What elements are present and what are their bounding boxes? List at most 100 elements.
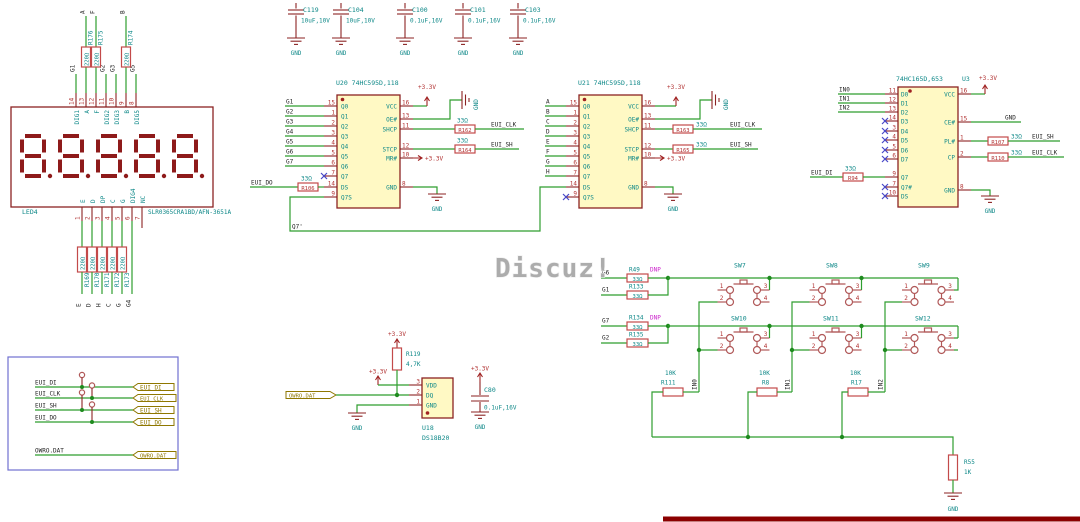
- pin-number: 4: [764, 343, 768, 350]
- gnd-label: GND: [352, 425, 363, 432]
- ic-part: DS18B20: [422, 434, 449, 442]
- pin-number: 7: [573, 170, 577, 177]
- pin-name: E: [80, 199, 87, 203]
- pin-number: 14: [328, 181, 336, 188]
- pin-name: Q3: [341, 134, 349, 141]
- net-label: B: [546, 109, 550, 116]
- power-label: +3.3V: [418, 84, 436, 91]
- resistor-r173: 220Ω R173 G: [116, 221, 131, 307]
- keypad-section: G6 R49 33Ω DNP G1 R133 33Ω G7 R134 33Ω D…: [601, 262, 975, 513]
- pin-stubs: [566, 105, 655, 198]
- eui-connector-block: EUI_DI EUI_CLK EUI_SH EUI_DO OWRO.DAT EU…: [7, 356, 179, 471]
- pin-name: MR#: [386, 156, 397, 163]
- pin-number: 6: [331, 160, 335, 167]
- resistor-value: 33Ω: [633, 277, 644, 283]
- pin-number: 4: [764, 295, 768, 302]
- resistor-r49: R49 33Ω DNP: [626, 267, 661, 283]
- pin-name: DS: [341, 185, 349, 192]
- resistor-value: 220Ω: [95, 52, 101, 66]
- pin-number: 13: [889, 106, 897, 113]
- pin-number: 1: [904, 283, 908, 290]
- power-33v-icon: [423, 96, 431, 107]
- gnd-label: GND: [985, 208, 996, 215]
- display-top-pin-stubs: [75, 93, 137, 107]
- hier-label-shape: [132, 394, 177, 402]
- pin-name: Q0: [341, 104, 349, 111]
- resistor-value: 10K: [759, 370, 770, 377]
- net-label: EUI_SH: [730, 142, 752, 149]
- pin-number: 1: [960, 135, 964, 142]
- pin-name: Q3: [583, 134, 591, 141]
- resistor-ref: R176: [88, 30, 95, 45]
- pin-number: 3: [948, 283, 952, 290]
- q7-serial-wire: [289, 186, 566, 232]
- net-label: A: [546, 99, 550, 106]
- net-label: H: [96, 303, 103, 307]
- net-label: A: [80, 10, 87, 14]
- pin-name: Q1: [341, 114, 349, 121]
- capacitor-c101: GND C101 0.1uF,16V: [453, 3, 501, 57]
- resistor-ref: R17: [851, 380, 862, 387]
- dnp-flag: DNP: [650, 315, 661, 322]
- ic-title: U20 74HC595D,118: [336, 79, 399, 87]
- resistor-r175: R175 220Ω F: [90, 10, 105, 93]
- pin-number: 2: [960, 151, 964, 158]
- pin-name: D: [90, 199, 97, 203]
- pin-number: 5: [115, 216, 122, 220]
- resistor-r172: 220Ω R172 C: [106, 221, 121, 307]
- pin-number: 9: [573, 191, 577, 198]
- junction-dot: [394, 392, 400, 398]
- power-33v-icon: [476, 372, 484, 383]
- pin1-marker: [425, 411, 430, 415]
- net-label: G1: [602, 287, 610, 294]
- pin-number: 11: [889, 88, 897, 95]
- pin1-marker: [908, 89, 912, 93]
- net-label: G6: [286, 149, 294, 156]
- switch-label: SW11: [823, 315, 839, 323]
- resistor-r133: R133 33Ω: [626, 284, 649, 300]
- cap-value: 0.1uF,16V: [468, 18, 501, 25]
- pin-number: 1: [812, 331, 816, 338]
- net-label: G1: [286, 99, 294, 106]
- pin-name: GND: [944, 188, 955, 195]
- pin-name: DIG1: [74, 110, 81, 125]
- pin-name: DQ: [426, 393, 434, 400]
- pin-number: 16: [960, 88, 968, 95]
- switch-sw10: [716, 327, 771, 355]
- pin-name: D1: [901, 101, 909, 108]
- net-label: EUI_CLK: [35, 391, 61, 398]
- resistor-ref: R164: [458, 148, 472, 154]
- pin-name: VCC: [386, 104, 397, 111]
- pin-number: 10: [644, 152, 652, 159]
- resistor-value: 10K: [850, 370, 861, 377]
- switch-label: SW9: [918, 262, 930, 270]
- ic-ref: U18: [422, 424, 434, 432]
- digit-select-wires: [75, 74, 137, 93]
- resistor-value: 1K: [964, 469, 972, 476]
- pin-number: 9: [331, 191, 335, 198]
- net-label: E: [76, 303, 83, 307]
- ic-u3: 74HC165D,653 U3 11 12 13 14 3 4 5 6 9 7 …: [810, 75, 1064, 215]
- pin-number: 1: [720, 283, 724, 290]
- net-label: G4: [286, 129, 294, 136]
- pin-number: 4: [892, 134, 896, 141]
- resistor-ref: R110: [991, 156, 1004, 162]
- hier-label: EUI_DO: [140, 420, 162, 427]
- pin-number: 1: [331, 110, 335, 117]
- resistor-r162: 33Ω R162 EUI_CLK: [413, 118, 524, 134]
- pin-number: 1: [416, 399, 420, 406]
- pin-number: 4: [948, 295, 952, 302]
- cap-value: 0.1uF,16V: [410, 18, 443, 25]
- input-wires: [545, 105, 566, 177]
- pin-number: 7: [135, 216, 142, 220]
- pin-number: 7: [331, 170, 335, 177]
- hier-label: OWRO.DAT: [289, 393, 316, 399]
- power-label: +3.3V: [369, 369, 387, 376]
- pin-name: STCP: [383, 147, 398, 154]
- pin-number: 12: [89, 97, 96, 105]
- resistor-value: 33Ω: [633, 325, 644, 331]
- net-label: G: [116, 303, 123, 307]
- switch-label: SW8: [826, 262, 838, 270]
- switch-label: SW12: [915, 315, 931, 323]
- pin-number: 3: [764, 331, 768, 338]
